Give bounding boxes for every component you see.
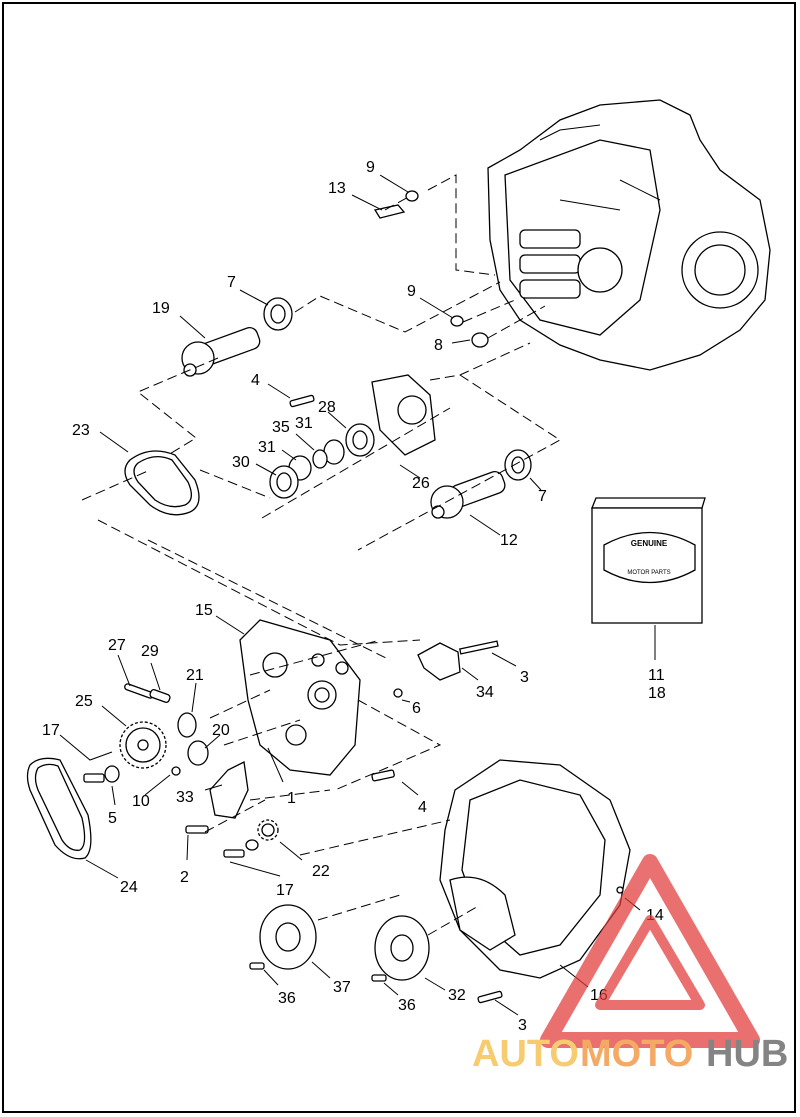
bolt-5 <box>83 773 105 783</box>
part-label: 17 <box>42 722 60 739</box>
part-label: 6 <box>412 700 421 717</box>
part-label: 10 <box>132 793 150 810</box>
bolt-2 <box>185 825 209 834</box>
rear-camshaft <box>181 297 293 377</box>
part-label: 7 <box>538 488 547 505</box>
spring-27 <box>124 683 154 699</box>
clip-10 <box>171 766 181 776</box>
crankcase <box>487 99 771 371</box>
part-label: 15 <box>195 602 213 619</box>
part-label: 31 <box>295 415 313 432</box>
assembly-lines <box>81 174 561 936</box>
part-label: 4 <box>251 372 260 389</box>
dowel-6 <box>393 688 403 698</box>
cam-support-plate <box>239 619 361 776</box>
part-label: 17 <box>276 882 294 899</box>
washer-21 <box>177 712 197 738</box>
part-label: 36 <box>278 990 296 1007</box>
part-label: 19 <box>152 300 170 317</box>
part-label: 34 <box>476 684 494 701</box>
washer-20 <box>187 740 209 766</box>
part-label: 12 <box>500 532 518 549</box>
bolt-4b <box>371 769 395 782</box>
screw-36a <box>249 962 265 970</box>
part-label: 27 <box>108 637 126 654</box>
leader-lines <box>59 174 641 1016</box>
pin-29 <box>149 689 171 703</box>
part-label: 1 <box>287 790 296 807</box>
part-label: 36 <box>398 997 416 1014</box>
front-camshaft <box>430 449 532 519</box>
part-label: 20 <box>212 722 230 739</box>
part-label: 9 <box>366 159 375 176</box>
chain-tensioner-34 <box>417 640 499 681</box>
flange-37 <box>259 904 317 970</box>
part-label: 8 <box>434 337 443 354</box>
dowel-14 <box>616 886 624 894</box>
part-label: 7 <box>227 274 236 291</box>
cam-chain <box>124 450 200 516</box>
part-label: 3 <box>518 1017 527 1034</box>
bolt-washer-17 <box>223 839 259 858</box>
part-label: 22 <box>312 863 330 880</box>
part-label: 37 <box>333 979 351 996</box>
part-label: 30 <box>232 454 250 471</box>
watermark-part-auto: AUTO <box>472 1033 579 1075</box>
o-ring-9a <box>405 190 419 202</box>
genuine-parts-kit: GENUINE MOTOR PARTS <box>591 497 706 660</box>
part-label: 31 <box>258 439 276 456</box>
watermark-part-hub: HUB <box>706 1033 788 1075</box>
o-ring-8 <box>471 332 489 348</box>
sprocket-22 <box>257 819 279 841</box>
part-labels: 9 13 7 19 9 8 4 28 31 35 23 31 30 26 7 1… <box>42 159 666 1034</box>
part-label: 26 <box>412 475 430 492</box>
part-label: 35 <box>272 419 290 436</box>
part-label: 21 <box>186 667 204 684</box>
part-label: 4 <box>418 799 427 816</box>
part-label: 5 <box>108 810 117 827</box>
kit-badge-line2: MOTOR PARTS <box>627 570 670 576</box>
part-label: 29 <box>141 643 159 660</box>
washer-5 <box>104 765 120 783</box>
part-label: 25 <box>75 693 93 710</box>
automotohub-watermark: AUTO MOTO HUB <box>472 854 788 1075</box>
cam-support-group <box>269 374 436 499</box>
flange-32 <box>374 915 430 981</box>
part-label: 33 <box>176 789 194 806</box>
tensioner-33 <box>209 761 249 819</box>
part-label: 18 <box>648 685 666 702</box>
part-label: 32 <box>448 987 466 1004</box>
kit-badge-line1: GENUINE <box>631 539 668 548</box>
part-label: 9 <box>407 283 416 300</box>
watermark-part-moto: MOTO <box>580 1033 693 1075</box>
part-label: 11 <box>648 667 665 684</box>
bolt-3b <box>477 990 503 1004</box>
part-label: 3 <box>520 669 529 686</box>
oil-pump-sprocket-25 <box>119 721 167 769</box>
part-label: 2 <box>180 869 189 886</box>
o-ring-9b <box>450 315 464 327</box>
screw-36b <box>371 974 387 982</box>
part-label: 24 <box>120 879 138 896</box>
part-label: 23 <box>72 422 90 439</box>
part-label: 28 <box>318 399 336 416</box>
part-label: 13 <box>328 180 346 197</box>
primary-chain <box>26 757 92 860</box>
cam-cover <box>439 759 631 979</box>
